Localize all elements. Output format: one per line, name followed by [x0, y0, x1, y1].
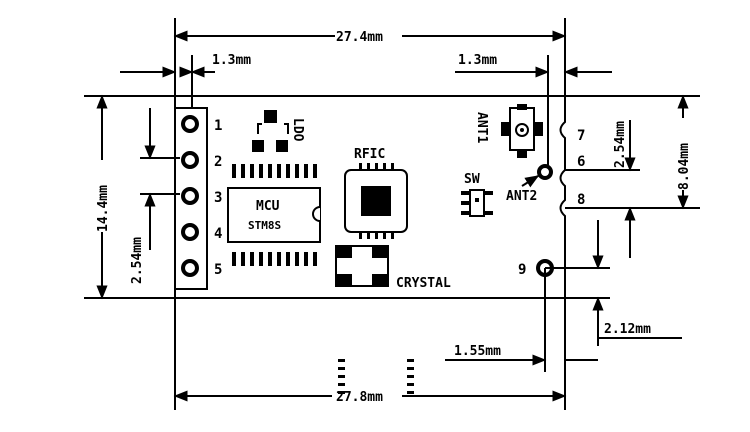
dim-pitch-right: 2.54mm: [613, 121, 628, 168]
rfic-footprint: RFIC: [338, 147, 414, 394]
dim-height: 14.4mm: [96, 185, 111, 232]
ant2-pad: ANT2: [506, 164, 553, 204]
dim-width-bottom: 27.8mm: [336, 390, 383, 405]
pin-9-label: 9: [518, 262, 526, 278]
pin-6-label: 6: [577, 154, 585, 170]
dimension-labels: 27.4mm 1.3mm 1.3mm 14.4mm 2.54mm 2.54mm …: [96, 30, 692, 405]
crystal-label: CRYSTAL: [396, 276, 451, 291]
ant1-connector: ANT1: [474, 104, 543, 158]
pin-1-label: 1: [214, 118, 222, 134]
pin-5-pad: [181, 259, 199, 277]
pin-4-pad: [181, 223, 199, 241]
rfic-label: RFIC: [354, 147, 385, 162]
sw-footprint: SW: [461, 172, 493, 217]
dimension-lines: [96, 30, 689, 402]
mcu-part-label: STM8S: [248, 219, 281, 232]
dim-pin9-y: 2.12mm: [604, 322, 651, 337]
pin-2-label: 2: [214, 154, 222, 170]
right-pins: 7 6 8 9: [518, 128, 585, 278]
ldo-label: LDO: [290, 118, 305, 142]
mcu-footprint: MCU STM8S: [227, 164, 321, 266]
pin-7-label: 7: [577, 128, 585, 144]
pin-3-label: 3: [214, 190, 222, 206]
dim-width-top: 27.4mm: [336, 30, 383, 45]
ldo-footprint: LDO: [252, 110, 305, 152]
dim-edge-left: 1.3mm: [212, 53, 251, 68]
pin-8-label: 8: [577, 192, 585, 208]
pin-5-label: 5: [214, 262, 222, 278]
pin-9-pad: [536, 259, 554, 277]
pin-1-pad: [181, 115, 199, 133]
crystal-footprint: CRYSTAL: [335, 245, 451, 291]
extension-lines: [84, 18, 700, 410]
pin-3-pad: [181, 187, 199, 205]
mcu-label: MCU: [256, 199, 280, 214]
ant1-label: ANT1: [474, 112, 489, 143]
dim-edge-right: 1.3mm: [458, 53, 497, 68]
dim-right-offset: 8.04mm: [677, 143, 692, 190]
pin-4-label: 4: [214, 226, 222, 242]
dim-pin9-x: 1.55mm: [454, 344, 501, 359]
sw-label: SW: [464, 172, 480, 187]
pin-2-pad: [181, 151, 199, 169]
left-header: 1 2 3 4 5: [174, 107, 222, 290]
dim-pitch-left: 2.54mm: [130, 237, 145, 284]
ant2-label: ANT2: [506, 189, 537, 204]
